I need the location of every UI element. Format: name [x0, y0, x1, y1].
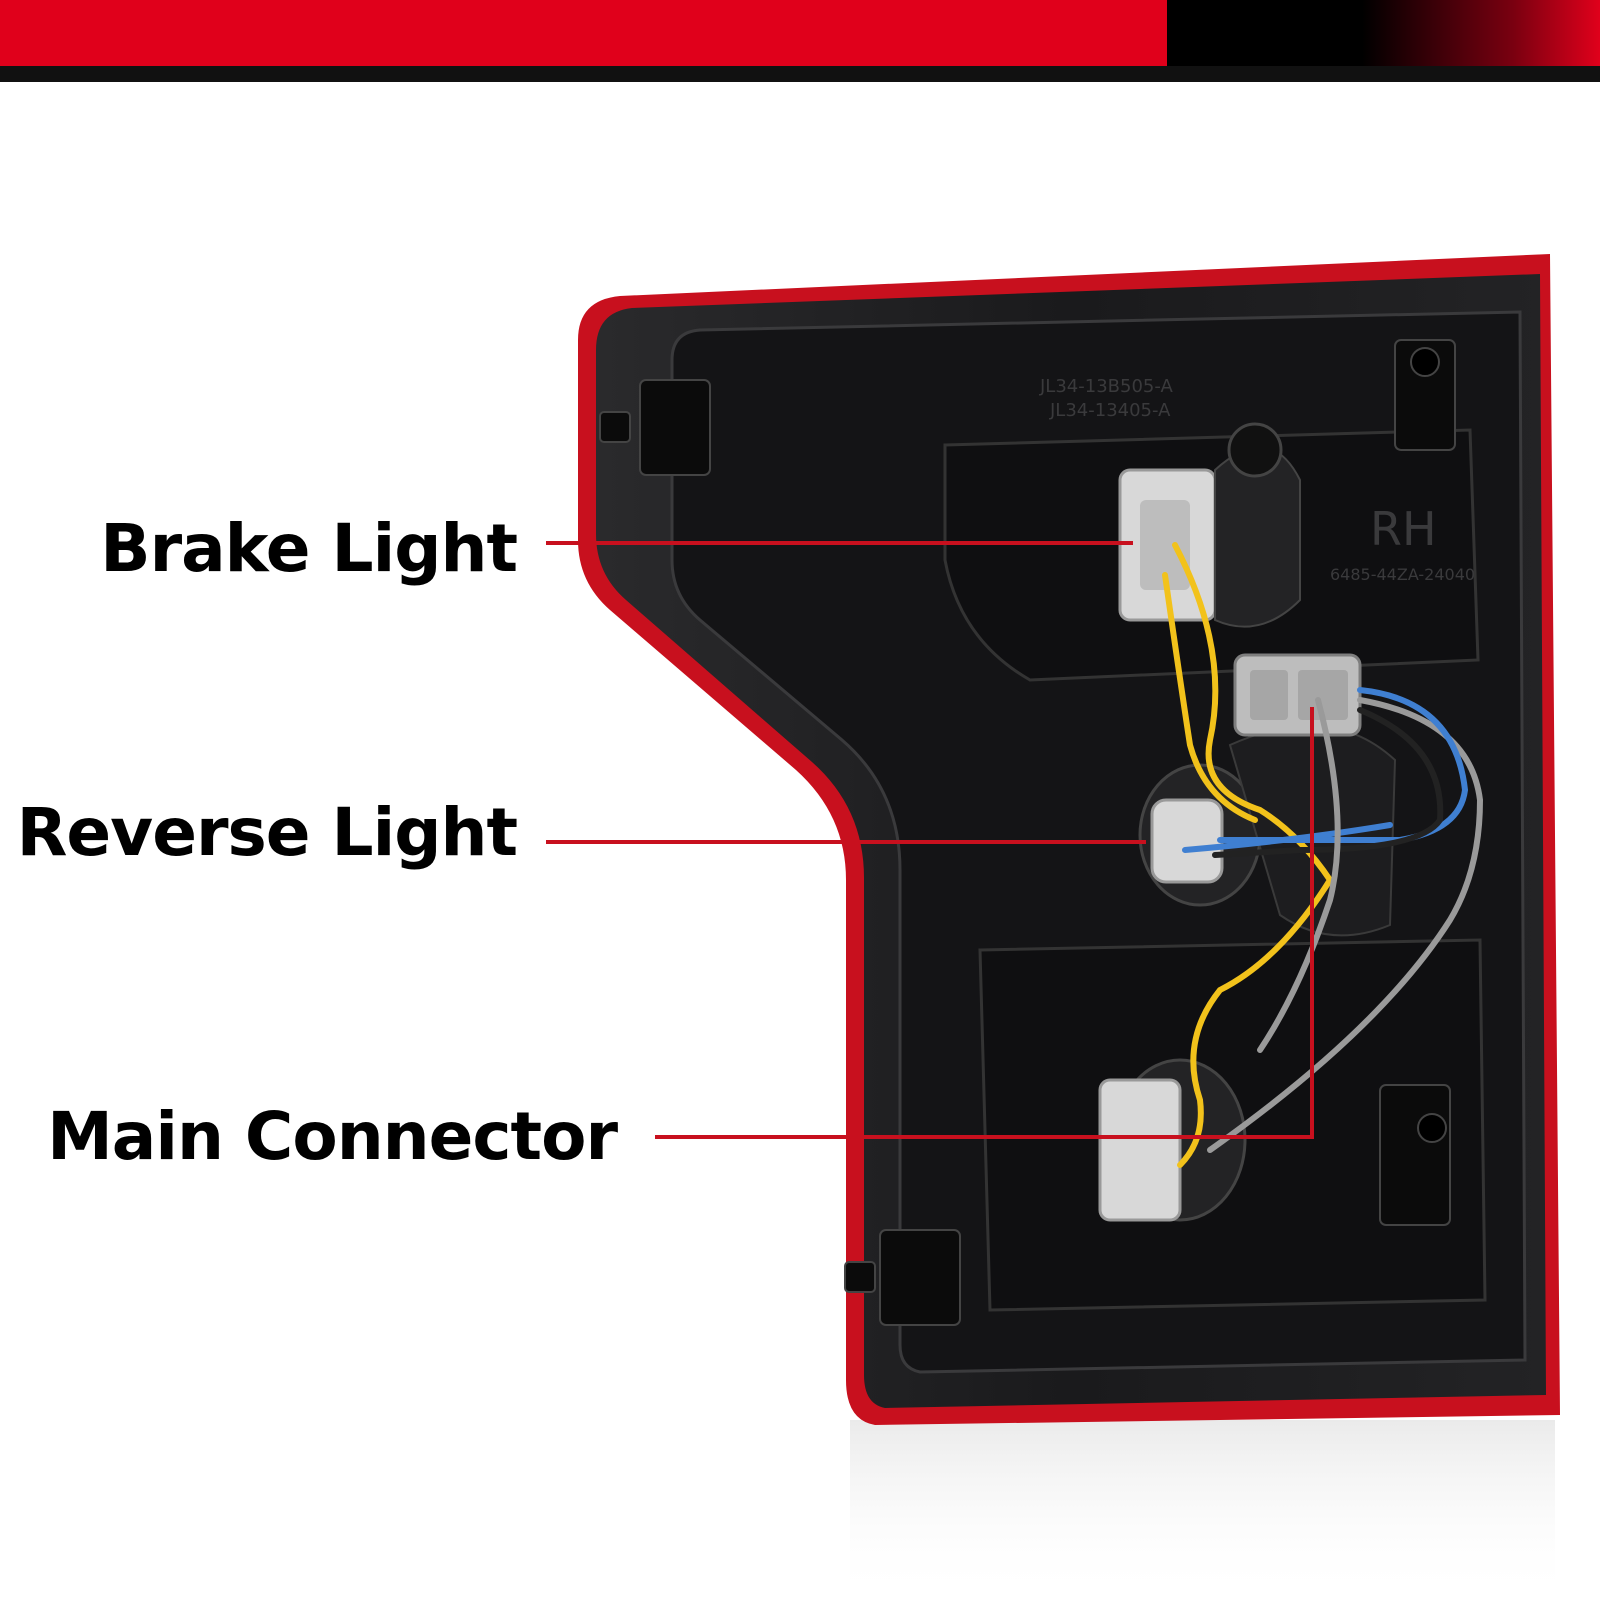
callout-leader-lines — [546, 541, 1314, 1139]
leader-main — [655, 707, 1314, 1139]
header-red-bar — [0, 0, 1167, 66]
floor-reflection — [850, 1420, 1555, 1600]
mount-clip-bottom — [844, 1229, 961, 1326]
housing-code: 6485-44ZA-24040 — [1330, 565, 1475, 584]
callout-reverse-light: Reverse Light — [16, 794, 518, 871]
housing-side-mark: RH — [1370, 502, 1437, 556]
mount-stud-bottom-right — [1379, 1084, 1451, 1226]
housing-part-number-1: JL34-13B505-A — [1039, 376, 1173, 397]
mount-stud-top-right — [1394, 339, 1456, 451]
lower-bulb-socket — [1098, 1058, 1247, 1222]
header-rule — [0, 66, 1600, 82]
header-dark-bar — [1167, 0, 1600, 66]
housing-part-number-2: JL34-13405-A — [1049, 400, 1171, 421]
callout-main-connector: Main Connector — [47, 1098, 618, 1175]
mount-clip-top — [599, 379, 711, 476]
main-connector-plug — [1233, 653, 1362, 737]
callout-brake-light: Brake Light — [100, 510, 518, 587]
wiring-harness — [1162, 542, 1484, 1168]
